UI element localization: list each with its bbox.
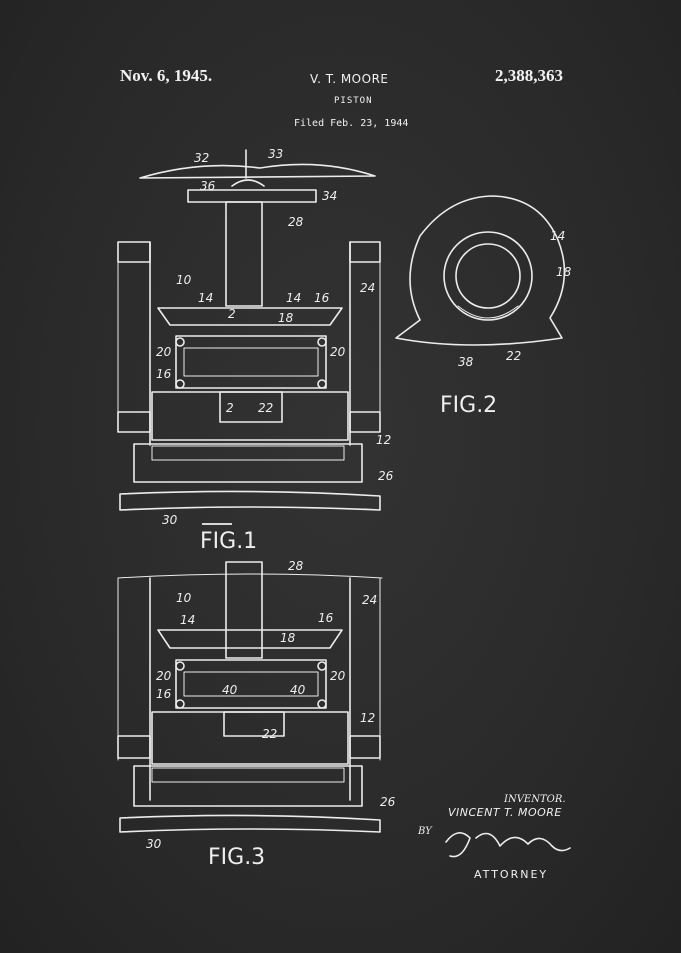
fig1-label-12: 12 bbox=[376, 433, 391, 447]
fig1-bolt-3 bbox=[175, 379, 185, 389]
fig1-label-14b: 14 bbox=[286, 291, 301, 305]
patent-number: 2,388,363 bbox=[495, 66, 563, 85]
fig1-label-20a: 20 bbox=[156, 345, 172, 359]
filed-date: Filed Feb. 23, 1944 bbox=[294, 118, 409, 129]
fig1-label-20b: 20 bbox=[330, 345, 346, 359]
fig2-label-22: 22 bbox=[506, 349, 521, 363]
fig1-piston-cup bbox=[157, 307, 343, 326]
fig3-base-12 bbox=[151, 711, 349, 765]
fig1-pad-strip bbox=[151, 445, 345, 461]
fig1-label-2b: 2 bbox=[226, 401, 234, 415]
fig3-piston-chamber bbox=[175, 659, 327, 709]
fig2-label-38: 38 bbox=[458, 355, 474, 369]
fig3-caption: FIG.3 bbox=[208, 845, 265, 870]
fig1-label-14a: 14 bbox=[198, 291, 213, 305]
fig3-label-10: 10 bbox=[176, 591, 192, 605]
fig3-label-40a: 40 bbox=[222, 683, 238, 697]
fig3-pad-26 bbox=[133, 765, 363, 807]
fig3-label-26: 26 bbox=[380, 795, 396, 809]
fig2-seal-38 bbox=[457, 305, 519, 319]
fig3-label-24: 24 bbox=[362, 593, 377, 607]
fig1-label-2a: 2 bbox=[228, 307, 236, 321]
fig3-bolt-4 bbox=[317, 699, 327, 709]
fig3-label-28: 28 bbox=[288, 559, 304, 573]
fig1-label-10: 10 bbox=[176, 273, 192, 287]
fig1-caption: FIG.1 bbox=[200, 529, 257, 554]
fig2-body bbox=[395, 195, 566, 346]
fig3-piston-core bbox=[183, 671, 319, 697]
fig2-label-18: 18 bbox=[556, 265, 572, 279]
fig3-label-30: 30 bbox=[146, 837, 162, 851]
patent-title: PISTON bbox=[334, 96, 373, 106]
fig1-flange-right-bottom bbox=[349, 411, 381, 433]
fig3-bolt-2 bbox=[317, 661, 327, 671]
fig1-bolt-2 bbox=[317, 337, 327, 347]
fig3-label-40b: 40 bbox=[290, 683, 306, 697]
inventor-name: VINCENT T. MOORE bbox=[448, 806, 562, 819]
fig2-ring-18 bbox=[443, 231, 533, 321]
figure-2: 14 18 38 22 FIG.2 bbox=[395, 195, 572, 418]
fig1-label-26: 26 bbox=[378, 469, 394, 483]
patent-date: Nov. 6, 1945. bbox=[120, 66, 213, 85]
fig1-label-30: 30 bbox=[162, 513, 178, 527]
fig3-piston-cup bbox=[157, 629, 343, 649]
fig3-label-20b: 20 bbox=[330, 669, 346, 683]
fig3-flange-right bbox=[349, 735, 381, 759]
fig3-slot-22 bbox=[223, 711, 285, 737]
fig1-slot-22 bbox=[219, 391, 283, 423]
fig1-bolt-1 bbox=[175, 337, 185, 347]
fig3-bolt-3 bbox=[175, 699, 185, 709]
fig3-label-16: 16 bbox=[318, 611, 334, 625]
fig1-label-18: 18 bbox=[278, 311, 294, 325]
fig1-base-12 bbox=[151, 391, 349, 441]
fig1-piston-core bbox=[183, 347, 319, 377]
fig1-dome-36 bbox=[231, 179, 265, 187]
fig1-flange-right-top bbox=[349, 241, 381, 263]
inventor-header: V. T. MOORE bbox=[310, 72, 389, 86]
fig3-label-16b: 16 bbox=[156, 687, 172, 701]
fig1-label-28: 28 bbox=[288, 215, 304, 229]
fig1-label-22: 22 bbox=[258, 401, 273, 415]
fig3-top-edge bbox=[117, 573, 383, 579]
fig1-label-33: 33 bbox=[268, 147, 283, 161]
fig1-label-34: 34 bbox=[322, 189, 337, 203]
fig1-label-24: 24 bbox=[360, 281, 375, 295]
fig3-pad-strip bbox=[151, 767, 345, 783]
fig2-bore bbox=[455, 243, 521, 309]
fig1-rod-28 bbox=[225, 201, 263, 307]
fig3-label-12: 12 bbox=[360, 711, 375, 725]
fig1-bolt-4 bbox=[317, 379, 327, 389]
fig1-piston-chamber bbox=[175, 335, 327, 389]
fig3-ground-30 bbox=[119, 814, 381, 833]
fig3-label-22: 22 bbox=[262, 727, 277, 741]
fig1-flange-left-top bbox=[117, 241, 151, 263]
fig1-pad-26 bbox=[133, 443, 363, 483]
fig3-flange-left bbox=[117, 735, 151, 759]
fig1-label-32: 32 bbox=[194, 151, 209, 165]
attorney-label: ATTORNEY bbox=[474, 868, 549, 881]
fig3-label-14: 14 bbox=[180, 613, 195, 627]
fig2-caption: FIG.2 bbox=[440, 393, 497, 418]
fig1-label-36: 36 bbox=[200, 179, 216, 193]
fig1-ground-30 bbox=[119, 490, 381, 511]
fig1-label-16a: 16 bbox=[314, 291, 330, 305]
fig1-label-16b: 16 bbox=[156, 367, 172, 381]
inventor-label: INVENTOR. bbox=[504, 794, 566, 805]
fig1-flange-left-bottom bbox=[117, 411, 151, 433]
fig3-rod-28 bbox=[225, 561, 263, 659]
fig3-label-20a: 20 bbox=[156, 669, 172, 683]
fig3-label-18: 18 bbox=[280, 631, 296, 645]
figure-3: 28 10 24 14 16 18 20 20 16 40 40 22 12 2… bbox=[117, 559, 396, 870]
fig3-bolt-1 bbox=[175, 661, 185, 671]
by-label: BY bbox=[418, 826, 432, 837]
figure-1: 32 33 36 34 28 10 14 14 16 18 2 24 20 20… bbox=[117, 147, 394, 554]
fig2-label-14: 14 bbox=[550, 229, 565, 243]
fig1-top-surface bbox=[139, 163, 376, 179]
attorney-signature-scribble bbox=[445, 832, 571, 858]
